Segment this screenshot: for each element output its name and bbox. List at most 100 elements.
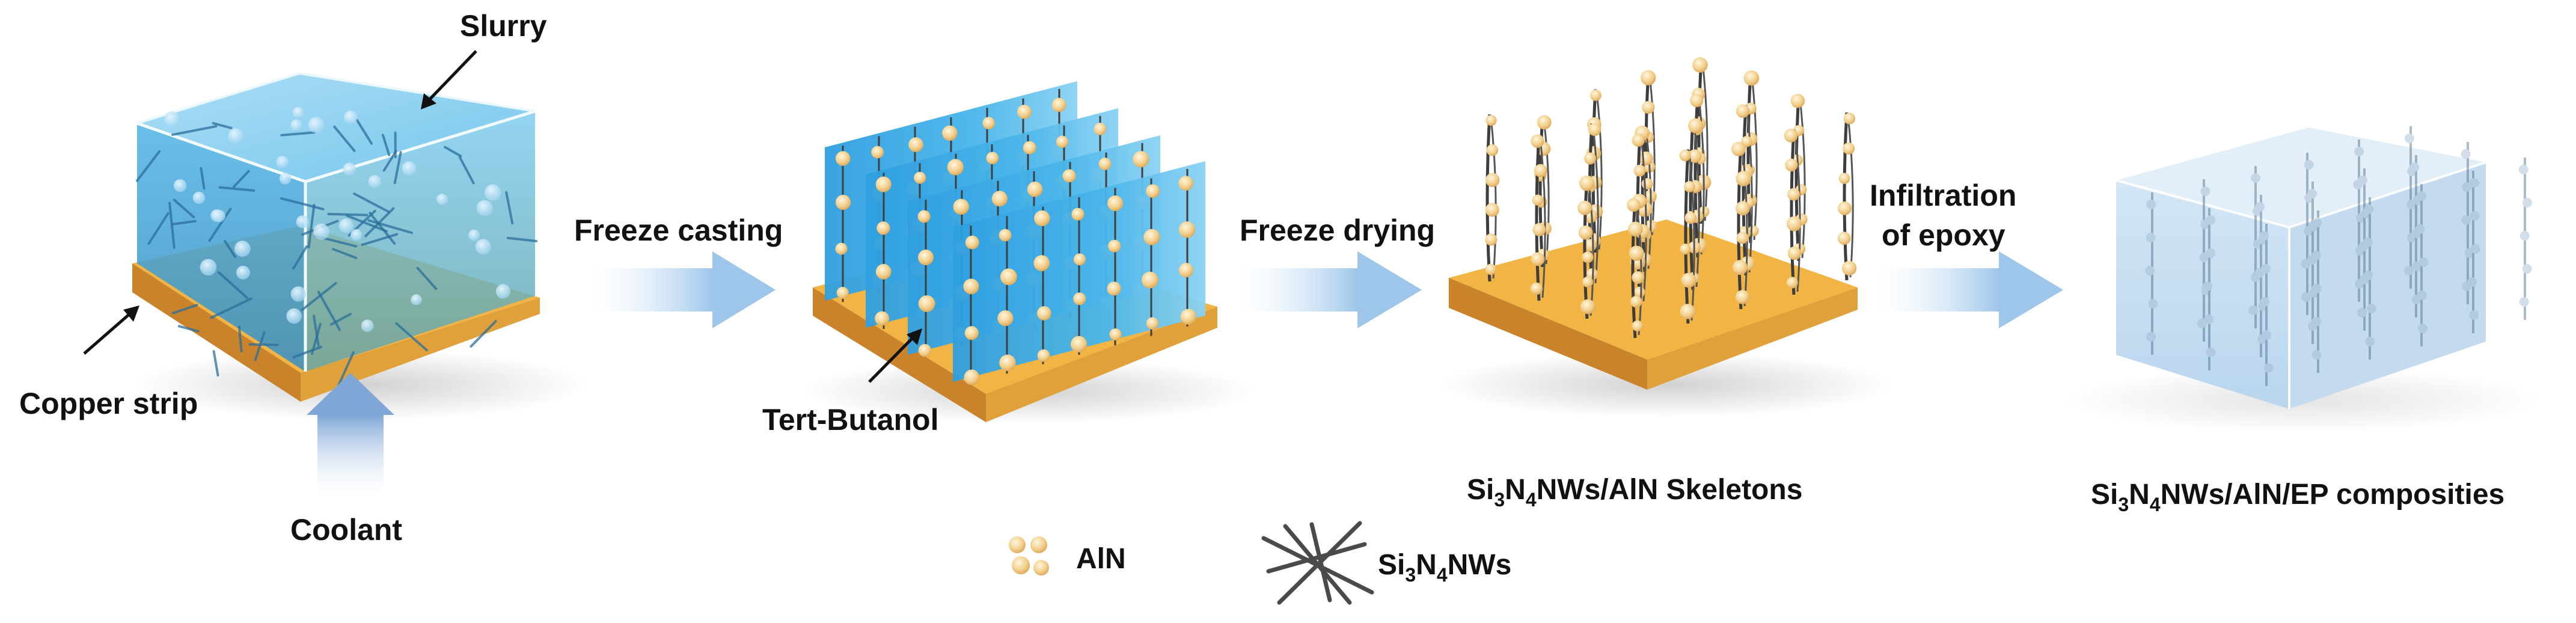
embedded-particle: [2199, 253, 2209, 262]
embedded-particle: [2464, 248, 2474, 258]
slurry-nanowire: [444, 146, 462, 158]
aln-particle: [1531, 134, 1544, 148]
ice-lamellae: [825, 81, 1205, 385]
slurry-nanowire: [355, 118, 373, 145]
aln-particle: [942, 125, 958, 141]
process-arrow-infiltration: Infiltration of epoxy: [1870, 179, 2063, 328]
slurry-particle: [436, 194, 448, 206]
nanowire: [1538, 116, 1544, 268]
embedded-particle: [2406, 233, 2417, 242]
slurry-nanowire: [332, 248, 358, 259]
embedded-particle: [2469, 178, 2479, 188]
embedded-particle: [2404, 134, 2414, 143]
nanowire: [1794, 132, 1801, 292]
process-arrow-freeze-drying: Freeze drying: [1237, 213, 1435, 328]
embedded-particle: [2301, 259, 2311, 269]
aln-particle: [1841, 260, 1857, 276]
nanowire: [1697, 58, 1703, 224]
embedded-particle: [2311, 317, 2321, 327]
aln-particle: [1843, 142, 1855, 155]
aln-particle: [1630, 295, 1642, 308]
aln-particle: [1582, 251, 1594, 263]
aln-particle: [1107, 195, 1124, 212]
aln-particle: [1578, 226, 1593, 240]
embedded-particle: [2309, 288, 2319, 298]
nanowire: [1535, 135, 1541, 301]
embedded-particle: [2412, 195, 2423, 205]
aln-particle: [1062, 169, 1076, 183]
aln-particle: [1632, 271, 1645, 284]
aln-particle: [1736, 232, 1749, 244]
aln-particle: [1180, 308, 1196, 325]
aln-particle: [1692, 57, 1708, 73]
skeleton-column: [1679, 149, 1697, 324]
embedded-particle: [2200, 219, 2210, 229]
embedded-particle: [2311, 284, 2322, 293]
slurry-nanowire: [212, 121, 233, 129]
slurry-nanowire: [382, 150, 397, 172]
aln-particle: [1640, 70, 1656, 86]
aln-particle: [1109, 328, 1122, 341]
nanowire: [1794, 94, 1800, 262]
embedded-particle: [2311, 350, 2322, 360]
aln-particle: [1074, 253, 1086, 266]
embedded-particle: [2304, 160, 2314, 170]
aln-particle: [918, 343, 932, 357]
slurry-nanowire: [210, 297, 252, 319]
skeleton-column: [1577, 175, 1595, 319]
aln-particle: [835, 242, 848, 255]
slurry-nanowire: [218, 271, 249, 299]
tert-butanol-pointer-arrow: [868, 336, 915, 383]
slurry-pointer-head: [421, 93, 436, 109]
aln-particle: [1634, 286, 1645, 298]
aln-particle: [1786, 277, 1798, 289]
aln-particle: [1537, 115, 1552, 130]
embedded-particle: [2258, 235, 2268, 245]
aln-particle: [1736, 104, 1750, 118]
embedded-particle: [2201, 286, 2211, 295]
slurry-nanowire: [333, 125, 356, 152]
freeze-casting-label: Freeze casting: [574, 213, 783, 247]
slurry-particle: [368, 175, 382, 188]
infiltration-label-line2: of epoxy: [1882, 218, 2005, 252]
aln-particle: [1070, 336, 1088, 352]
coolant-label: Coolant: [290, 513, 402, 547]
aln-particle: [1627, 198, 1641, 212]
aln-particle: [875, 263, 892, 280]
slurry-particle: [476, 200, 493, 216]
aln-particle: [836, 286, 849, 299]
aln-particle: [1732, 260, 1748, 275]
slurry-particle: [200, 259, 217, 276]
slurry-nanowire: [200, 167, 206, 190]
coolant-arrow-shaft: [317, 415, 384, 499]
slurry-particle: [361, 319, 374, 332]
nanowire: [1595, 92, 1603, 250]
embedded-particle: [2250, 173, 2260, 183]
nanowire: [1847, 115, 1854, 278]
nanowire: [1693, 122, 1700, 287]
embedded-particle: [2146, 200, 2156, 209]
skeleton-caption: Si3N4NWs/AlN Skeletons: [1467, 474, 1802, 511]
aln-particle: [1577, 200, 1592, 215]
aln-particle: [918, 295, 935, 312]
slurry-nanowire: [307, 203, 316, 249]
embedded-particle: [2417, 191, 2427, 201]
embedded-particle: [2417, 290, 2427, 300]
skeleton-column: [1530, 134, 1547, 301]
aln-particle: [1639, 151, 1653, 166]
slurry-nanowire: [301, 282, 337, 312]
slurry-particle: [344, 110, 358, 124]
aln-particle: [1532, 194, 1543, 206]
slurry-nanowire: [361, 233, 399, 247]
embedded-particle: [2259, 231, 2269, 241]
embedded-particle: [2146, 233, 2156, 242]
aln-particle: [1098, 158, 1112, 170]
aln-particle: [964, 369, 980, 385]
embedded-particle: [2462, 182, 2472, 192]
aln-particle: [1071, 207, 1085, 221]
slurry-particle: [338, 218, 353, 233]
skeleton-column: [1784, 129, 1802, 295]
slurry-label: Slurry: [460, 9, 547, 43]
embedded-particle: [2365, 337, 2375, 346]
aln-particle: [1143, 229, 1160, 245]
